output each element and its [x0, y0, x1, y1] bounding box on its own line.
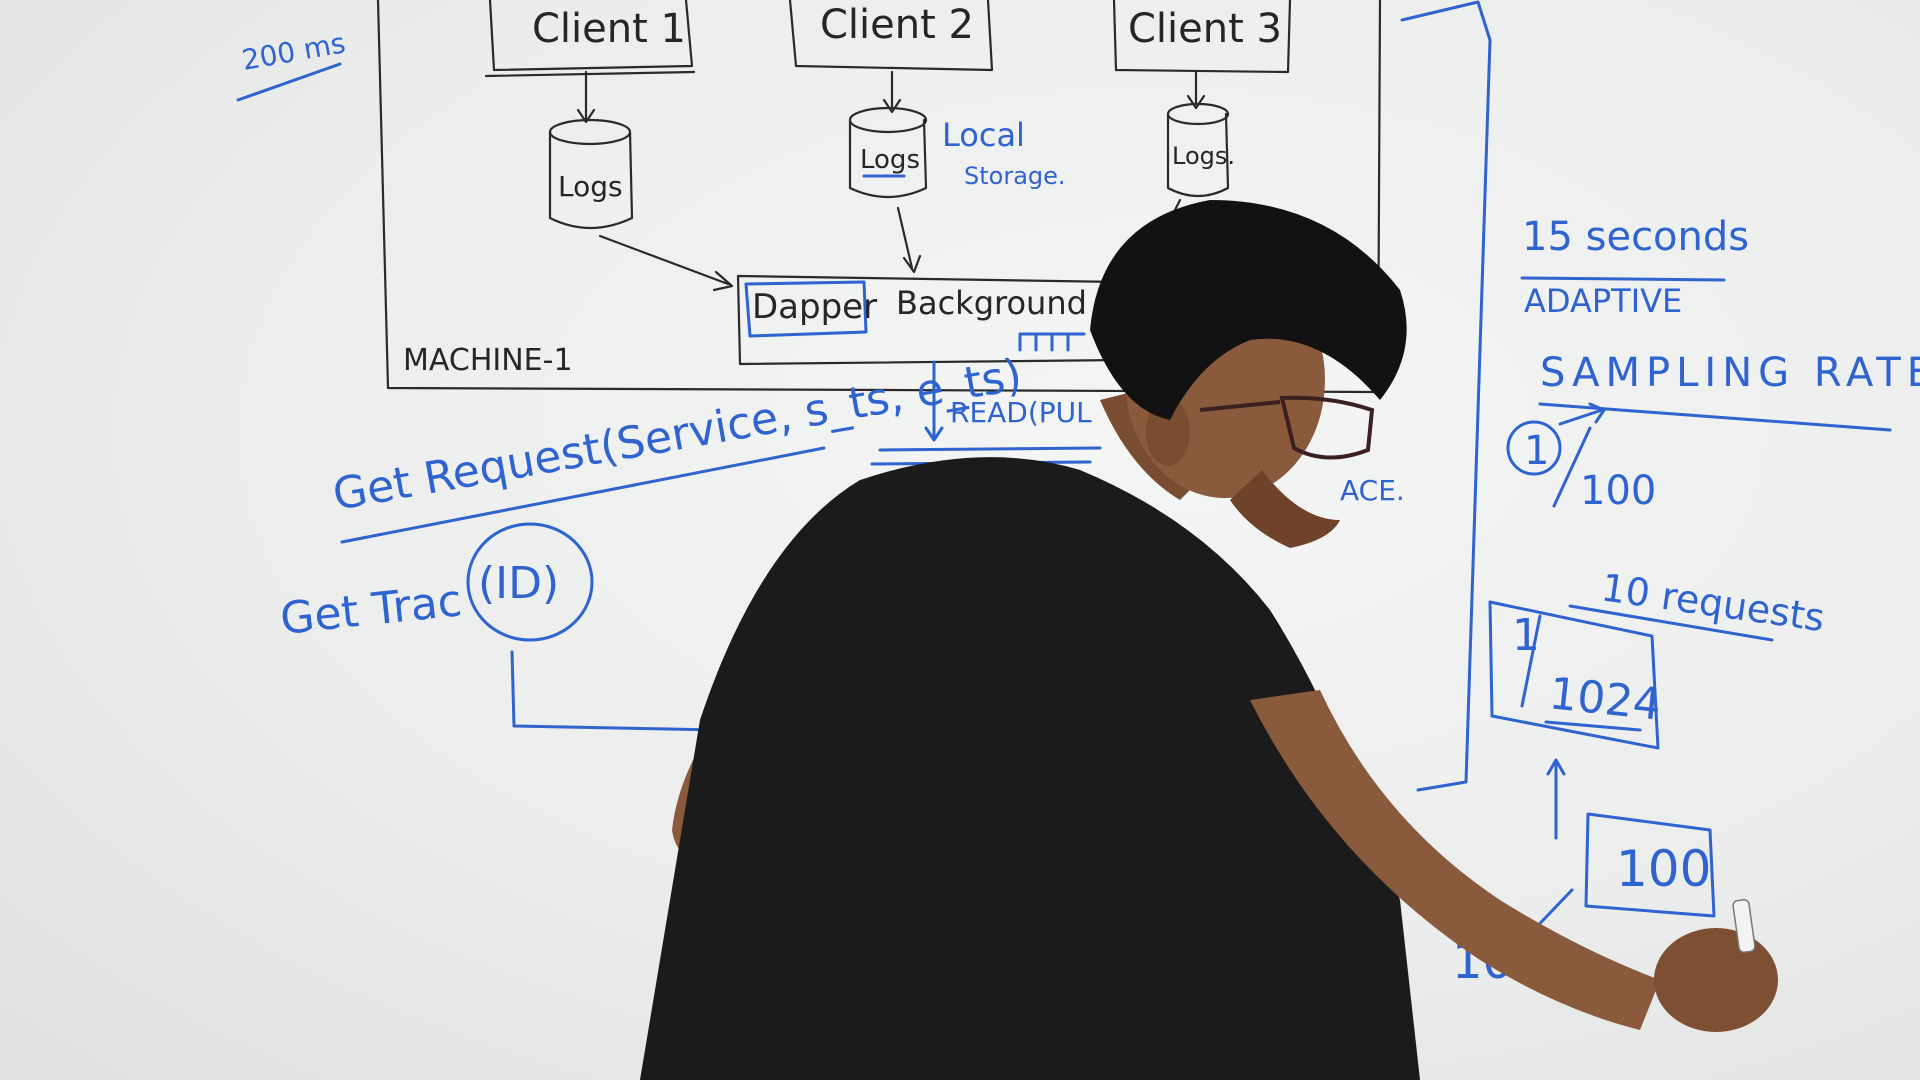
ratio-slash	[1552, 426, 1592, 508]
fraction-box	[1488, 600, 1660, 750]
logs-cylinder-1: Logs	[548, 118, 634, 230]
arrow-read-pull	[924, 360, 944, 442]
arrow-client1-logs	[576, 70, 596, 124]
client-2-label: Client 2	[820, 2, 974, 48]
sampling-label: SAMPLING RATE	[1540, 350, 1920, 396]
logs-cylinder-2: Logs	[848, 106, 928, 199]
queue-icon	[1018, 332, 1086, 352]
seconds-underline	[1520, 276, 1726, 282]
logs-3-label: Logs.	[1172, 142, 1235, 170]
arrow-logs2-dapper	[896, 206, 922, 274]
fraction-denominator: 1024	[1547, 668, 1664, 730]
trace-id-label: (ID)	[478, 558, 559, 609]
storage-label: Storage.	[964, 162, 1066, 190]
presenter-chin	[1230, 470, 1340, 548]
read-pull-label: READ(PUL	[950, 396, 1092, 429]
machine-1-box	[376, 0, 1382, 394]
presenter-shirt	[640, 457, 1420, 1080]
fraction-underline	[1544, 720, 1642, 732]
trace-fragment: ACE.	[1340, 474, 1405, 507]
numerator-arrow	[1558, 402, 1606, 426]
marker-icon	[1732, 899, 1756, 953]
local-label: Local	[942, 116, 1025, 154]
presenter-hand	[1654, 928, 1778, 1032]
numerator-circle	[1506, 420, 1562, 476]
dapper-label: Dapper	[752, 287, 877, 327]
presenter	[640, 200, 1778, 1080]
adaptive-label: ADAPTIVE	[1524, 282, 1682, 320]
logs-cylinder-3: Logs.	[1166, 102, 1235, 198]
client-1-label: Client 1	[532, 6, 686, 52]
glasses-icon	[1199, 395, 1375, 460]
presenter-hair	[1090, 200, 1407, 420]
get-trace-label: Get Trac	[278, 575, 464, 645]
latency-note: 200 ms	[239, 26, 347, 77]
presenter-right-arm	[1250, 690, 1660, 1030]
seconds-note: 15 seconds	[1522, 214, 1749, 260]
client-box-2: Client 2	[788, 0, 994, 72]
boxed-value: 100	[1616, 840, 1711, 898]
client-box-1: Client 1	[484, 0, 696, 78]
ratio-numerator: 1	[1524, 428, 1549, 474]
get-request-underline	[340, 446, 826, 544]
logs-2-label: Logs	[860, 145, 920, 175]
ratio-denominator: 100	[1580, 468, 1656, 514]
arrow-logs1-dapper	[598, 234, 734, 292]
requests-underline	[1568, 604, 1774, 642]
boxed-value-box	[1584, 812, 1716, 918]
dapper-background-box: Dapper Background	[736, 274, 1124, 366]
dapper-highlight	[744, 280, 868, 338]
client-3-label: Client 3	[1128, 6, 1282, 52]
arrow-client3-logs	[1186, 70, 1206, 110]
fraction-slash	[1520, 614, 1542, 708]
logs-1-label: Logs	[558, 170, 623, 203]
section-bracket	[1400, 0, 1492, 792]
trace-id-connector	[510, 650, 722, 732]
machine-label: MACHINE-1	[403, 343, 573, 378]
arrow-up-to-fraction	[1546, 758, 1566, 840]
client-box-3: Client 3	[1112, 0, 1292, 74]
latency-underline	[236, 62, 342, 102]
background-label: Background	[896, 284, 1087, 322]
trace-id-circle	[466, 522, 594, 642]
arrow-client2-logs	[882, 70, 902, 114]
sampling-underline	[1538, 402, 1892, 432]
